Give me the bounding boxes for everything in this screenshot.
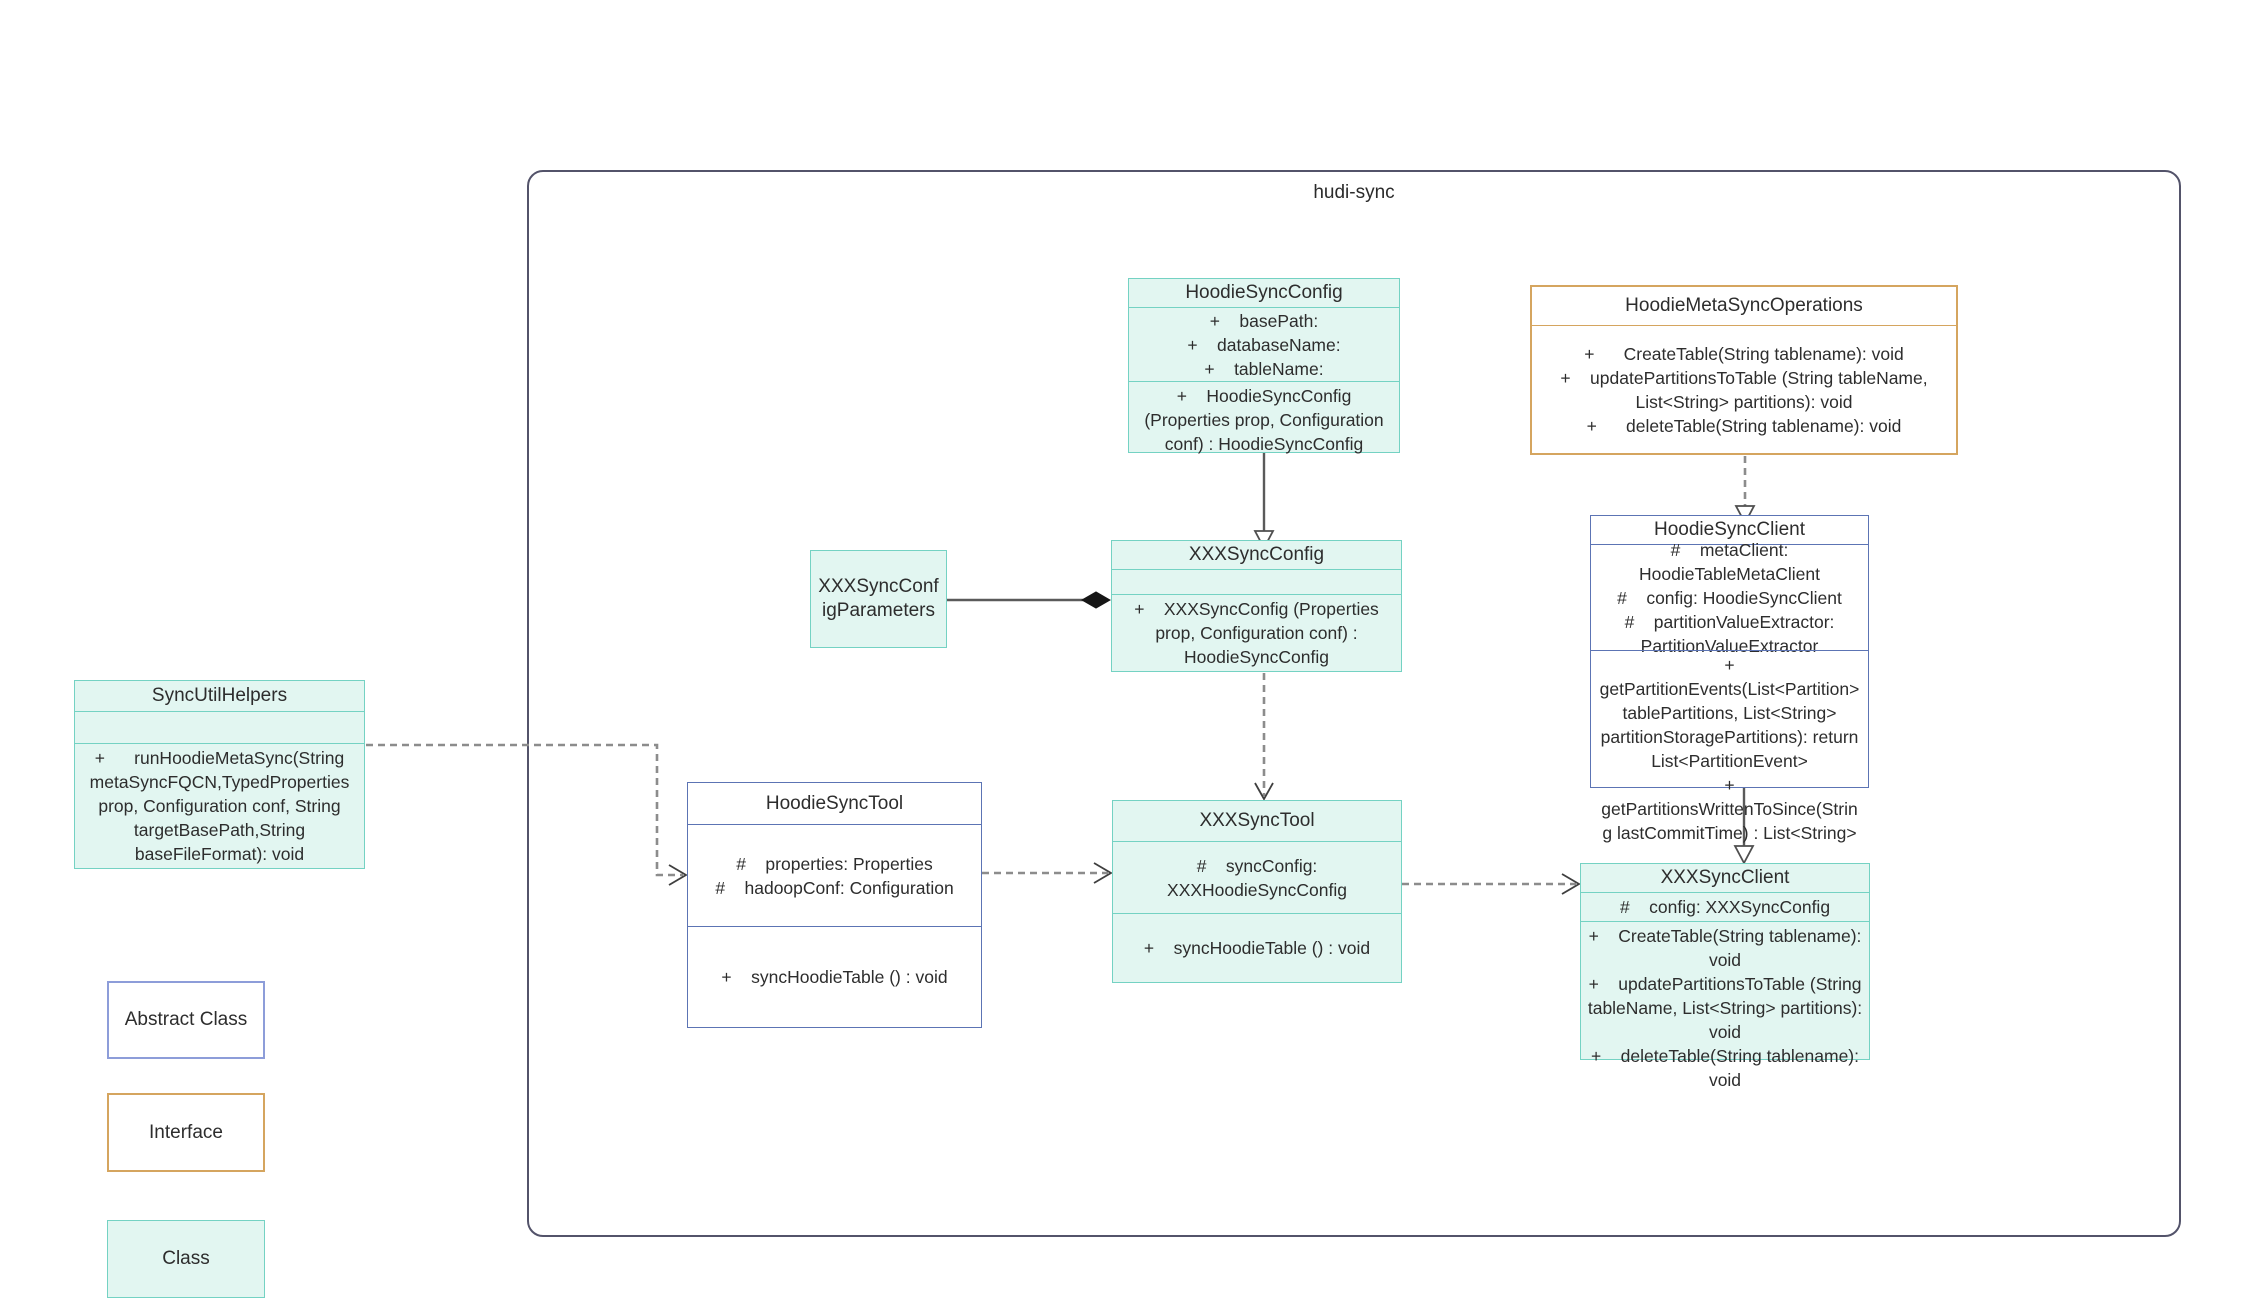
method: + XXXSyncConfig (Properties prop, Config… xyxy=(1134,599,1384,667)
method: + syncHoodieTable () : void xyxy=(1143,938,1371,958)
class-methods: + HoodieSyncConfig (Properties prop, Con… xyxy=(1129,381,1399,458)
class-title: HoodieSyncClient xyxy=(1653,519,1806,540)
attribute: # hadoopConf: Configuration xyxy=(715,877,954,898)
class-title: HoodieMetaSyncOperations xyxy=(1625,295,1863,316)
class-xxx-sync-tool: XXXSyncTool # syncConfig: XXXHoodieSyncC… xyxy=(1112,800,1402,983)
method: + runHoodieMetaSync(String metaSyncFQCN,… xyxy=(89,748,355,864)
class-methods: + CreateTable(String tablename): void + … xyxy=(1581,921,1869,1094)
legend-class: Class xyxy=(107,1220,265,1298)
attribute: # metaClient: HoodieTableMetaClient xyxy=(1639,539,1820,584)
method: + CreateTable(String tablename): void xyxy=(1584,343,1904,364)
attribute: # properties: Properties xyxy=(736,853,933,874)
method: + deleteTable(String tablename): void xyxy=(1586,415,1902,436)
package-label: hudi-sync xyxy=(1313,182,1395,203)
class-hoodie-sync-config: HoodieSyncConfig + basePath: + databaseN… xyxy=(1128,278,1400,454)
class-title: SyncUtilHelpers xyxy=(151,685,288,707)
class-title: XXXSyncTool xyxy=(1199,810,1315,831)
method: + updatePartitionsToTable (String tableN… xyxy=(1560,367,1933,412)
attribute: + tableName: xyxy=(1204,358,1324,379)
class-attributes: # syncConfig: XXXHoodieSyncConfig xyxy=(1113,841,1401,913)
class-title: HoodieSyncTool xyxy=(765,792,904,814)
class-methods: + runHoodieMetaSync(String metaSyncFQCN,… xyxy=(75,743,364,868)
method: + deleteTable(String tablename): void xyxy=(1590,1046,1864,1090)
method: + HoodieSyncConfig (Properties prop, Con… xyxy=(1144,386,1389,454)
legend-interface: Interface xyxy=(107,1093,265,1172)
method: + syncHoodieTable () : void xyxy=(721,967,948,987)
attribute: + basePath: xyxy=(1209,310,1319,331)
attribute: # config: HoodieSyncClient xyxy=(1617,587,1842,608)
legend-interface-label: Interface xyxy=(149,1121,223,1143)
class-title: XXXSyncConfigParameters xyxy=(818,576,939,621)
method: + getPartitionsWrittenToSince(String las… xyxy=(1601,775,1858,843)
abstract-class-hoodie-sync-client: HoodieSyncClient # metaClient: HoodieTab… xyxy=(1590,515,1869,843)
class-attributes: # config: XXXSyncConfig xyxy=(1581,892,1869,921)
method: + updatePartitionsToTable (String tableN… xyxy=(1587,974,1868,1042)
abstract-class-hoodie-sync-tool: HoodieSyncTool # properties: Properties … xyxy=(687,782,982,1028)
class-attributes xyxy=(1112,569,1401,594)
class-xxx-sync-config: XXXSyncConfig + XXXSyncConfig (Propertie… xyxy=(1111,540,1402,672)
legend-abstract-class-label: Abstract Class xyxy=(124,1009,248,1030)
class-methods: + syncHoodieTable () : void xyxy=(688,926,981,1027)
method: + getPartitionEvents(List<Partition> tab… xyxy=(1599,655,1865,771)
class-title: XXXSyncConfig xyxy=(1188,544,1325,565)
class-attributes: + basePath: + databaseName: + tableName: xyxy=(1129,307,1399,381)
method: + CreateTable(String tablename): void xyxy=(1588,926,1867,970)
class-methods: + syncHoodieTable () : void xyxy=(1113,913,1401,982)
class-xxx-sync-config-parameters: XXXSyncConfigParameters xyxy=(810,550,947,648)
class-methods: + CreateTable(String tablename): void + … xyxy=(1532,325,1956,453)
class-title: XXXSyncClient xyxy=(1660,867,1790,888)
class-xxx-sync-client: XXXSyncClient # config: XXXSyncConfig + … xyxy=(1580,863,1870,1090)
class-attributes: # properties: Properties # hadoopConf: C… xyxy=(688,824,981,926)
class-attributes xyxy=(75,711,364,743)
class-sync-util-helpers: SyncUtilHelpers + runHoodieMetaSync(Stri… xyxy=(74,680,365,869)
class-methods: + getPartitionEvents(List<Partition> tab… xyxy=(1591,650,1868,847)
legend-abstract-class: Abstract Class xyxy=(107,981,265,1059)
hudi-sync-package: hudi-sync xyxy=(527,170,2181,1237)
class-methods: + XXXSyncConfig (Properties prop, Config… xyxy=(1112,594,1401,671)
class-attributes: # metaClient: HoodieTableMetaClient # co… xyxy=(1591,540,1868,656)
attribute: # syncConfig: XXXHoodieSyncConfig xyxy=(1167,855,1347,900)
interface-hoodie-meta-sync-operations: HoodieMetaSyncOperations + CreateTable(S… xyxy=(1530,285,1958,455)
attribute: # config: XXXSyncConfig xyxy=(1619,897,1831,917)
attribute: + databaseName: xyxy=(1187,334,1341,355)
legend-class-label: Class xyxy=(162,1248,210,1269)
class-title: HoodieSyncConfig xyxy=(1185,282,1343,303)
